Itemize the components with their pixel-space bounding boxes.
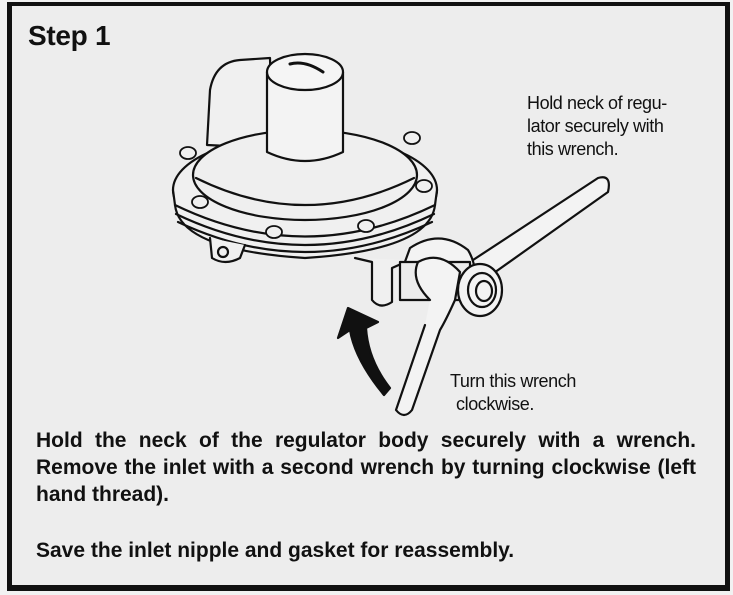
instruction-paragraph-1: Hold the neck of the regulator body secu… (36, 429, 696, 506)
instruction-panel (7, 2, 730, 591)
callout-line: this wrench. (527, 139, 619, 159)
callout-line: Hold neck of regu- (527, 93, 667, 113)
step-title: Step 1 (28, 20, 111, 51)
bolt-icons (179, 131, 433, 239)
instruction-paragraph-2: Save the inlet nipple and gasket for rea… (36, 539, 515, 562)
callout-line: lator securely with (527, 116, 664, 136)
callout-line: clockwise. (456, 394, 535, 414)
hold-neck-callout: Hold neck of regu- lator securely with t… (527, 92, 717, 161)
clockwise-arrow-icon (336, 306, 392, 397)
callout-line: Turn this wrench (450, 371, 576, 391)
turn-wrench-callout: Turn this wrench clockwise. (450, 370, 650, 416)
